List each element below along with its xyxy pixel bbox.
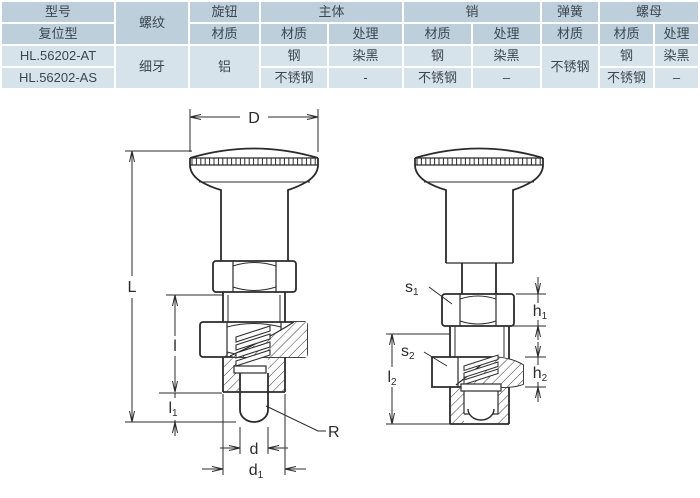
cell-thread-value: 细牙 [116, 46, 188, 88]
cell-body-material-at: 钢 [261, 46, 327, 66]
dim-l2 [386, 333, 450, 425]
label-L: L [128, 279, 137, 296]
left-spring [235, 325, 271, 367]
dim-L [125, 150, 236, 423]
cell-knob-material: 铝 [190, 46, 259, 88]
label-l: l [173, 338, 177, 355]
label-D: D [248, 110, 260, 127]
right-pin [460, 383, 502, 421]
header-body-finish: 处理 [329, 24, 403, 44]
dim-d1 [202, 394, 306, 475]
cell-nut-material-as: 不锈钢 [600, 68, 654, 88]
right-pin-flange [460, 383, 502, 392]
right-view [414, 147, 544, 425]
header-spring: 弹簧 [542, 2, 599, 22]
cell-nut-finish-as: – [655, 68, 699, 88]
label-s1: s1 [405, 279, 419, 298]
dim-R-leader [265, 405, 326, 432]
cell-pin-material-as: 不锈钢 [404, 68, 472, 88]
header-body-material: 材质 [261, 24, 327, 44]
dim-s2-leader [423, 351, 448, 367]
cell-model-as: HL.56202-AS [2, 68, 114, 88]
dim-l [159, 294, 223, 394]
right-upper-hex [441, 293, 515, 327]
header-body: 主体 [261, 2, 403, 22]
dimensions [125, 109, 546, 475]
header-knob: 旋钮 [190, 2, 259, 22]
cell-body-finish-at: 染黑 [329, 46, 403, 66]
cell-body-finish-as: - [329, 68, 403, 88]
header-nut: 螺母 [600, 2, 699, 22]
header-spring-material: 材质 [542, 24, 599, 44]
label-h1: h1 [533, 303, 548, 322]
label-l2: l2 [387, 369, 397, 388]
header-knob-material: 材质 [190, 24, 259, 44]
right-stem [461, 263, 497, 294]
right-knob-knurled [414, 147, 544, 192]
cell-body-material-as: 不锈钢 [261, 68, 327, 88]
spec-table: 型号 螺纹 旋钮 主体 销 弹簧 螺母 复位型 材质 材质 处理 材质 处理 材… [0, 0, 700, 90]
cell-model-at: HL.56202-AT [2, 46, 114, 66]
header-model: 型号 [2, 2, 114, 22]
right-pin-dome-tip [467, 408, 495, 421]
label-R: R [328, 424, 340, 441]
cell-pin-finish-as: – [473, 68, 541, 88]
right-spring [463, 354, 499, 386]
left-neck [220, 192, 289, 261]
cell-pin-material-at: 钢 [404, 46, 472, 66]
dim-s1-leader [428, 286, 453, 305]
left-view [189, 147, 319, 423]
header-model-type: 复位型 [2, 24, 114, 44]
table-row-at: HL.56202-AT 细牙 铝 钢 染黑 钢 染黑 不锈钢 钢 染黑 [2, 46, 699, 88]
cell-spring-material: 不锈钢 [542, 46, 599, 88]
left-pin-flange [233, 365, 267, 374]
left-upper-hex [212, 260, 297, 293]
right-neck [445, 192, 514, 264]
dim-h1 [512, 277, 546, 340]
technical-drawing: D L l l1 d d1 R s1 s2 h1 h2 l2 [0, 94, 700, 493]
header-nut-material: 材质 [600, 24, 654, 44]
header-pin-material: 材质 [404, 24, 472, 44]
cell-pin-finish-at: 染黑 [473, 46, 541, 66]
left-pin [233, 365, 269, 423]
label-d: d [250, 441, 259, 458]
label-d1: d1 [249, 462, 264, 481]
dimension-labels: D L l l1 d d1 R s1 s2 h1 h2 l2 [128, 110, 548, 481]
header-row-1: 型号 螺纹 旋钮 主体 销 弹簧 螺母 [2, 2, 699, 44]
left-pin-dome-tip [239, 409, 269, 423]
label-s2: s2 [401, 343, 415, 362]
label-h2: h2 [533, 365, 548, 384]
header-pin-finish: 处理 [473, 24, 541, 44]
dim-l1 [172, 393, 178, 436]
plunger-drawing-svg: D L l l1 d d1 R s1 s2 h1 h2 l2 [125, 109, 548, 481]
dim-D [189, 109, 319, 152]
table-row-as: HL.56202-AS 不锈钢 - 不锈钢 – 不锈钢 – [2, 68, 699, 88]
header-nut-finish: 处理 [655, 24, 699, 44]
cell-nut-finish-at: 染黑 [655, 46, 699, 66]
cell-nut-material-at: 钢 [600, 46, 654, 66]
label-l1: l1 [168, 400, 178, 419]
left-knob-knurled [189, 147, 319, 192]
header-row-2: 复位型 材质 材质 处理 材质 处理 材质 材质 处理 [2, 24, 699, 44]
dim-h2 [525, 342, 546, 402]
header-thread: 螺纹 [116, 2, 188, 44]
header-pin: 销 [404, 2, 541, 22]
